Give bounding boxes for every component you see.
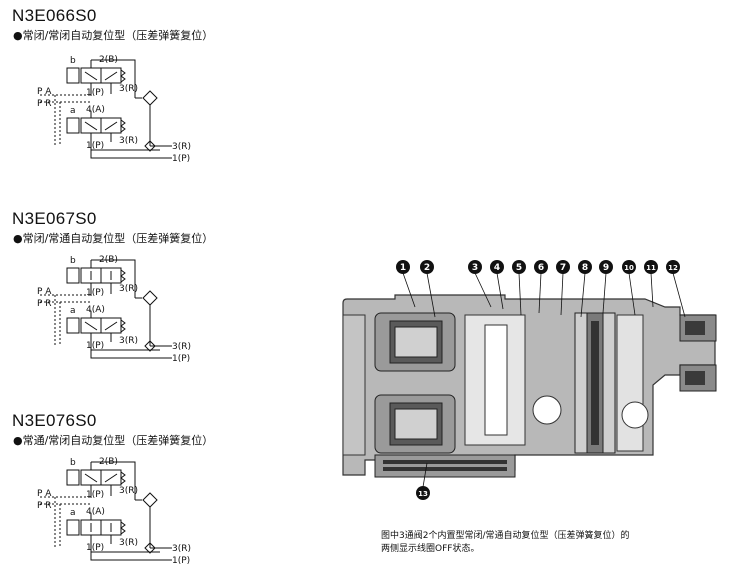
symbol2-port-4a: 4(A) [86, 305, 105, 315]
symbol2-label-pr: P R [37, 299, 52, 309]
callout-1: 1 [400, 263, 406, 273]
symbol1-label-pr: P R [37, 99, 52, 109]
symbol1-port-1p-upper: 1(P) [86, 88, 104, 98]
symbol2-port-2b: 2(B) [99, 255, 118, 265]
symbol2-label-b: b [70, 256, 76, 266]
section-title-3: N3E076S0 [12, 411, 97, 430]
pneumatic-symbol-2: b a 2(B) 4(A) 1(P) 3(R) 1(P) 3(R) 3(R) 1… [37, 255, 191, 364]
valve-cross-section: 1 2 3 4 5 6 7 8 9 10 11 12 13 [342, 260, 717, 500]
symbol2-port-3r-out: 3(R) [172, 342, 191, 352]
symbol3-port-2b: 2(B) [99, 457, 118, 467]
symbol1-port-2b: 2(B) [99, 55, 118, 65]
callout-8: 8 [582, 263, 588, 273]
callout-11: 11 [646, 264, 656, 272]
symbol2-port-3r-lower: 3(R) [119, 336, 138, 346]
diagram-caption: 图中3通阀2个内置型常闭/常通自动复位型（压差弹簧复位）的 两侧显示线圈OFF状… [381, 530, 630, 556]
valve-body [342, 294, 717, 478]
symbol2-label-a: a [70, 306, 76, 316]
symbol3-label-b: b [70, 458, 76, 468]
callout-2: 2 [424, 263, 430, 273]
callout-13: 13 [418, 490, 428, 498]
symbol1-port-4a: 4(A) [86, 105, 105, 115]
symbol3-port-1p-lower: 1(P) [86, 543, 104, 553]
callout-4: 4 [494, 263, 500, 273]
symbol3-label-a: a [70, 508, 76, 518]
symbol3-label-pr: P R [37, 501, 52, 511]
symbol1-port-3r-lower: 3(R) [119, 136, 138, 146]
callout-9: 9 [603, 263, 609, 273]
section-title-1: N3E066S0 [12, 6, 97, 25]
callout-3: 3 [472, 263, 478, 273]
section-subtitle-2: ●常闭/常通自动复位型（压差弹簧复位） [13, 232, 214, 245]
symbol2-port-1p-upper: 1(P) [86, 288, 104, 298]
pneumatic-symbol-1: b a 2(B) 4(A) 1(P) 3(R) 1(P) 3(R) 3(R) 1… [37, 55, 191, 164]
pneumatic-symbol-3: b a 2(B) 4(A) 1(P) 3(R) 1(P) 3(R) 3(R) 1… [37, 457, 191, 566]
symbol2-label-pa: P A [37, 287, 52, 297]
caption-line-2: 两侧显示线圈OFF状态。 [381, 544, 480, 554]
symbol3-port-3r-out: 3(R) [172, 544, 191, 554]
symbol2-port-1p-lower: 1(P) [86, 341, 104, 351]
symbol1-port-1p-out: 1(P) [172, 154, 190, 164]
symbol3-port-1p-out: 1(P) [172, 556, 190, 566]
symbol1-label-a: a [70, 106, 76, 116]
symbol3-port-3r-upper: 3(R) [119, 486, 138, 496]
symbol3-port-4a: 4(A) [86, 507, 105, 517]
symbol1-port-1p-lower: 1(P) [86, 141, 104, 151]
callout-5: 5 [516, 263, 522, 273]
callout-12: 12 [668, 264, 678, 272]
symbol3-port-3r-lower: 3(R) [119, 538, 138, 548]
section-subtitle-3: ●常通/常闭自动复位型（压差弹簧复位） [13, 434, 214, 447]
symbol1-label-b: b [70, 56, 76, 66]
caption-line-1: 图中3通阀2个内置型常闭/常通自动复位型（压差弹簧复位）的 [381, 531, 630, 541]
symbol3-port-1p-upper: 1(P) [86, 490, 104, 500]
symbol2-port-3r-upper: 3(R) [119, 284, 138, 294]
section-title-2: N3E067S0 [12, 209, 97, 228]
callout-7: 7 [560, 263, 566, 273]
symbol3-label-pa: P A [37, 489, 52, 499]
callout-10: 10 [624, 264, 634, 272]
callout-6: 6 [538, 263, 544, 273]
symbol1-port-3r-out: 3(R) [172, 142, 191, 152]
section-subtitle-1: ●常闭/常闭自动复位型（压差弹簧复位） [13, 29, 214, 42]
symbol1-port-3r-upper: 3(R) [119, 84, 138, 94]
symbol2-port-1p-out: 1(P) [172, 354, 190, 364]
symbol1-label-pa: P A [37, 87, 52, 97]
